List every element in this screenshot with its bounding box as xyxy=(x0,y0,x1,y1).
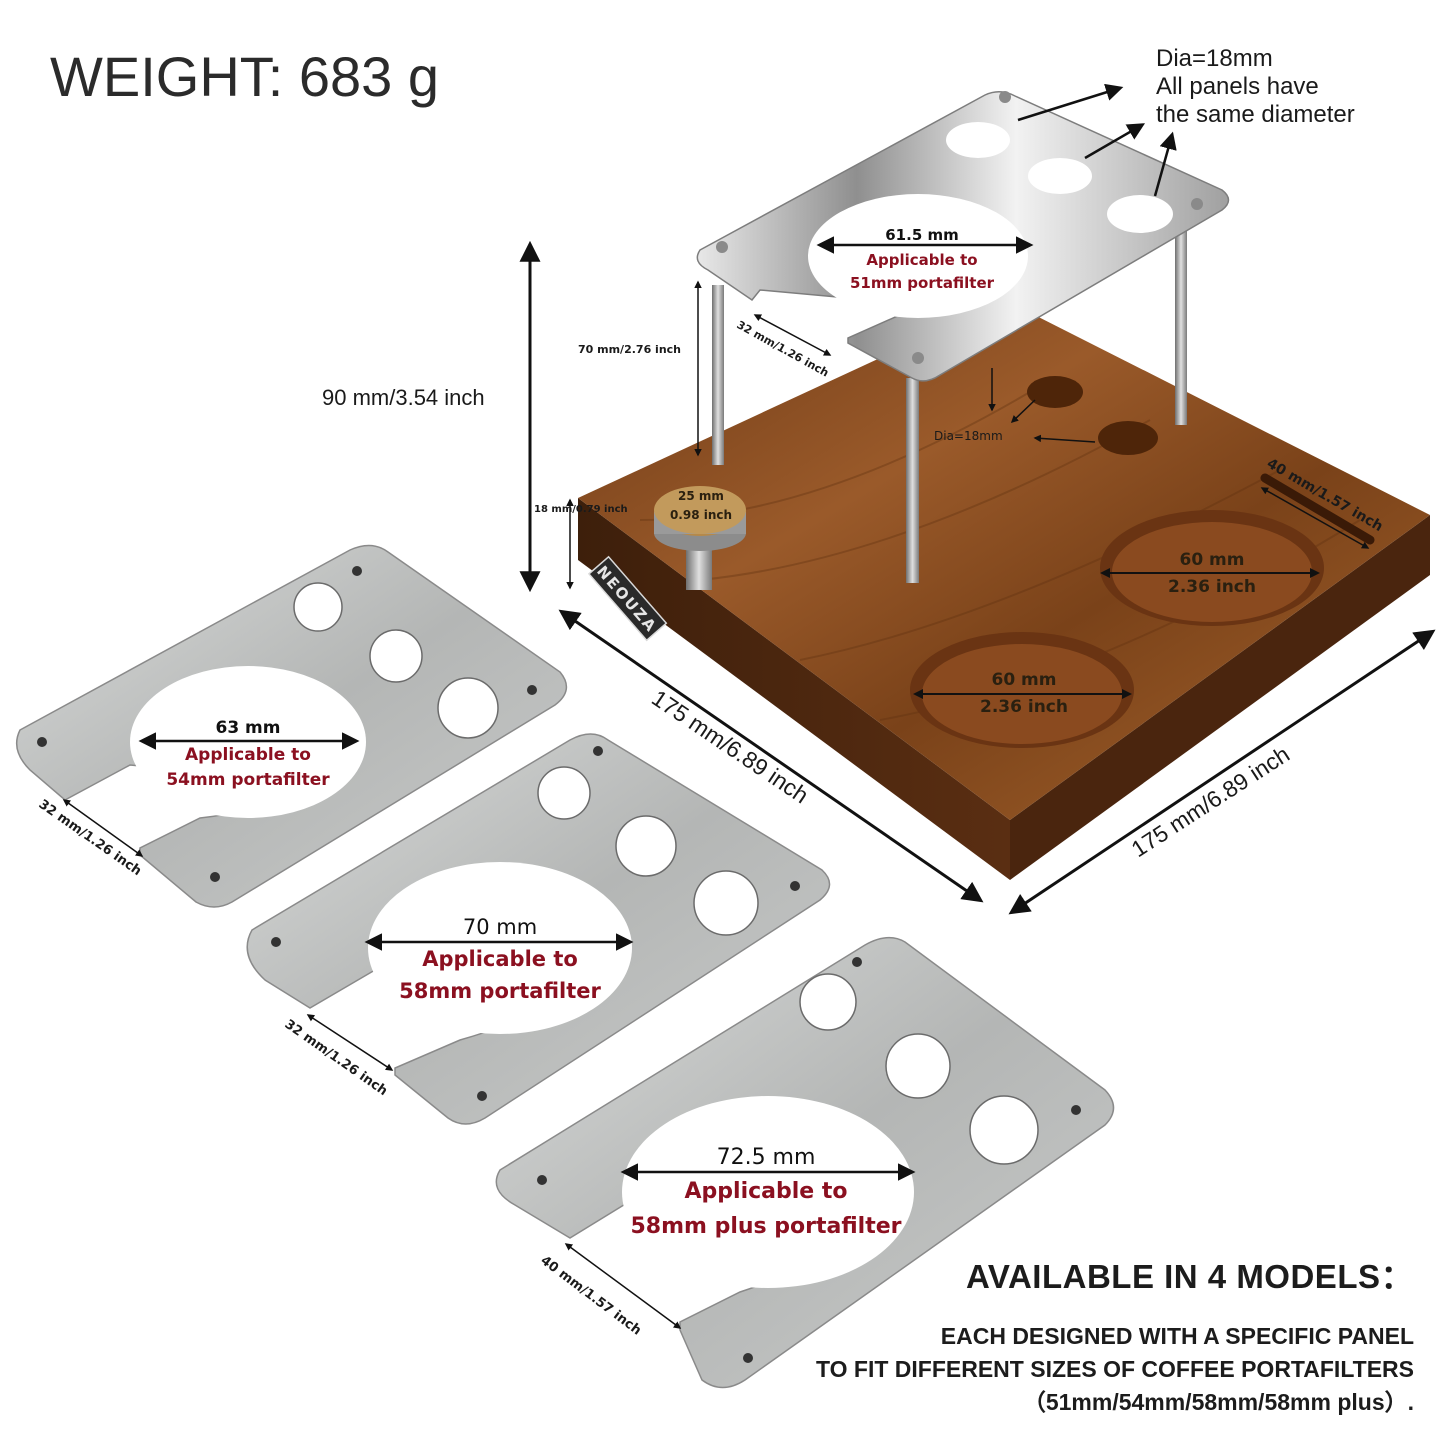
hole-dia-label: Dia=18mm xyxy=(934,429,1003,443)
screw-icon xyxy=(716,241,728,253)
pillar-1 xyxy=(712,285,724,465)
panel-3-hole-3 xyxy=(969,1095,1039,1165)
screw-hole-icon xyxy=(1071,1105,1081,1115)
small-hole-1 xyxy=(1027,376,1083,408)
panel-2-size: 70 mm xyxy=(463,915,537,939)
screw-hole-icon xyxy=(790,881,800,891)
panel-1-hole-3 xyxy=(437,677,499,739)
panel-1-line1: Applicable to xyxy=(185,745,311,765)
top-panel-hole-3 xyxy=(1107,195,1173,233)
panel-3-hole-1 xyxy=(799,973,857,1031)
top-callout-line2: All panels have xyxy=(1156,73,1319,100)
panel-2-line1: Applicable to xyxy=(422,947,578,971)
models-line-1: EACH DESIGNED WITH A SPECIFIC PANEL xyxy=(940,1323,1414,1349)
gap-top-label: 32 mm/1.26 inch xyxy=(735,318,831,379)
small-hole-2 xyxy=(1098,421,1158,455)
panel-1-size: 63 mm xyxy=(215,718,280,738)
panel-2-line2: 58mm portafilter xyxy=(399,979,601,1003)
top-panel-hole-2 xyxy=(1028,158,1092,194)
screw-hole-icon xyxy=(743,1353,753,1363)
top-panel-cutout xyxy=(808,194,1028,318)
screw-icon xyxy=(1191,198,1203,210)
weight-title: WEIGHT: 683 g xyxy=(50,45,440,108)
well-left-bottom: 2.36 inch xyxy=(980,697,1068,717)
models-info: AVAILABLE IN 4 MODELS： EACH DESIGNED WIT… xyxy=(816,1250,1414,1419)
screw-hole-icon xyxy=(477,1091,487,1101)
panel-2-hole-3 xyxy=(693,870,759,936)
screw-hole-icon xyxy=(352,566,362,576)
wooden-base: NEOUZA xyxy=(578,300,1430,880)
height-base-label: 18 mm/0.79 inch xyxy=(534,504,628,515)
top-callout-line1: Dia=18mm xyxy=(1156,45,1273,72)
panel-3-line1: Applicable to xyxy=(685,1179,848,1204)
base-top xyxy=(578,300,1430,820)
well-right-top: 60 mm xyxy=(1179,550,1244,570)
panel-3-size: 72.5 mm xyxy=(717,1145,816,1170)
models-line-3: （51mm/54mm/58mm/58mm plus）. xyxy=(1022,1389,1414,1415)
well-left-top: 60 mm xyxy=(991,670,1056,690)
screw-hole-icon xyxy=(210,872,220,882)
knob-bottom-label: 0.98 inch xyxy=(670,508,732,522)
models-line-2: TO FIT DIFFERENT SIZES OF COFFEE PORTAFI… xyxy=(816,1356,1414,1382)
panel-1-hole-2 xyxy=(369,629,423,683)
top-callout-line3: the same diameter xyxy=(1156,101,1355,128)
top-panel-hole-1 xyxy=(946,122,1010,158)
screw-hole-icon xyxy=(527,685,537,695)
pillar-2 xyxy=(906,378,919,583)
panel-3-hole-2 xyxy=(885,1033,951,1099)
screw-hole-icon xyxy=(593,746,603,756)
screw-hole-icon xyxy=(537,1175,547,1185)
panel-3-gap: 40 mm/1.57 inch xyxy=(538,1253,644,1338)
panel-1-line2: 54mm portafilter xyxy=(166,770,330,790)
height-pillar-label: 70 mm/2.76 inch xyxy=(578,343,681,356)
top-panel-line1: Applicable to xyxy=(866,251,977,269)
height-total-label: 90 mm/3.54 inch xyxy=(322,385,485,410)
panel-3-cutout xyxy=(622,1096,914,1288)
models-heading: AVAILABLE IN 4 MODELS： xyxy=(966,1258,1414,1295)
screw-icon xyxy=(999,91,1011,103)
well-right-bottom: 2.36 inch xyxy=(1168,577,1256,597)
pillar-3 xyxy=(1175,225,1187,425)
screw-hole-icon xyxy=(271,937,281,947)
panel-1-gap: 32 mm/1.26 inch xyxy=(36,797,144,879)
panel-3-line2: 58mm plus portafilter xyxy=(630,1214,901,1239)
spare-panel-58-plus xyxy=(495,936,1115,1389)
tamper-knob xyxy=(654,486,746,590)
dimension-lines xyxy=(62,83,1436,1329)
panel-1-hole-1 xyxy=(293,582,343,632)
top-panel-size: 61.5 mm xyxy=(885,226,959,244)
screw-hole-icon xyxy=(852,957,862,967)
top-panel-line2: 51mm portafilter xyxy=(850,274,995,292)
knob-top-label: 25 mm xyxy=(678,489,724,503)
panel-2-hole-2 xyxy=(615,815,677,877)
screw-hole-icon xyxy=(37,737,47,747)
screw-icon xyxy=(912,352,924,364)
panel-2-hole-1 xyxy=(537,766,591,820)
